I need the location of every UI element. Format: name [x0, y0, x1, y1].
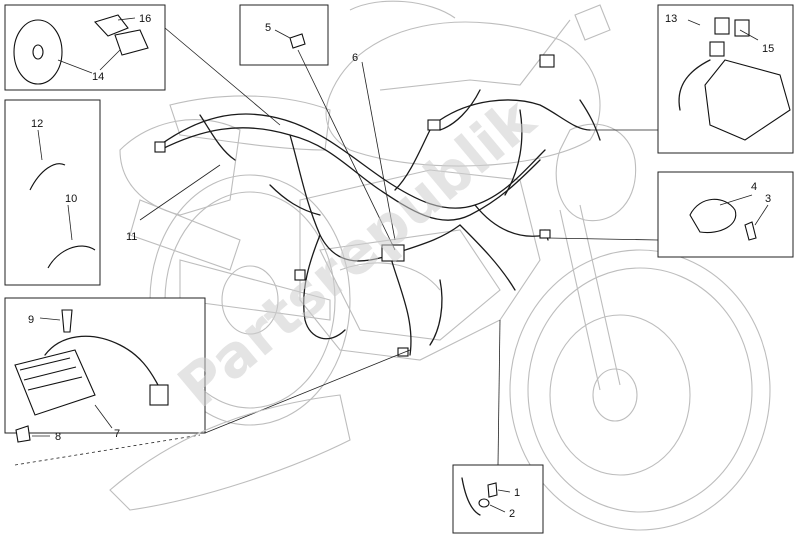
callout-16: 16: [139, 13, 151, 25]
callout-labels: 1 2 3 4 5 6 7 8 9 10 11 12 13 14 15 16: [28, 13, 774, 520]
callout-14: 14: [92, 71, 104, 83]
inset-fuse: [239, 4, 329, 66]
callout-3: 3: [765, 193, 771, 205]
callout-8: 8: [55, 431, 61, 443]
callout-9: 9: [28, 314, 34, 326]
inset-regulator: [4, 297, 206, 443]
callout-12: 12: [31, 118, 43, 130]
callout-11: 11: [126, 231, 137, 243]
leader-lines: [14, 27, 659, 466]
callout-2: 2: [509, 508, 515, 520]
wiring-harness: [154, 54, 601, 357]
callout-5: 5: [265, 22, 271, 34]
inset-relay-bracket: [657, 4, 794, 154]
callout-4: 4: [751, 181, 757, 193]
callout-1: 1: [514, 487, 520, 499]
inset-ground-screws: [452, 464, 544, 534]
callout-6: 6: [352, 52, 358, 64]
callout-13: 13: [665, 13, 677, 25]
motorcycle-outline: [119, 0, 771, 531]
inset-clamps: [4, 99, 101, 286]
callout-7: 7: [114, 428, 120, 440]
callout-15: 15: [762, 43, 774, 55]
callout-10: 10: [65, 193, 77, 205]
watermark-text: Partsrepublik: [165, 84, 548, 421]
inset-cd-and-key: [4, 4, 166, 91]
inset-sensor: [657, 171, 794, 258]
lower-fairing: [109, 394, 351, 511]
